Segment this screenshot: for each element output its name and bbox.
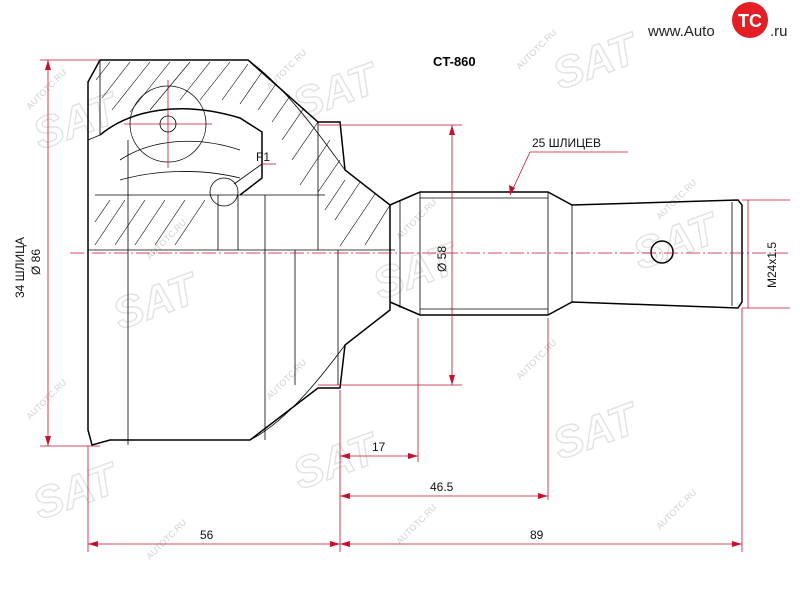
watermark-brand-marks: SAT SAT SAT SAT SAT SAT SAT SAT SAT (26, 23, 727, 530)
watermark-brand: SAT (547, 23, 646, 99)
logo-badge: TC (738, 11, 762, 31)
label-inner-diameter: Ø 58 (435, 246, 449, 272)
label-splines-inner: 25 ШЛИЦЕВ (532, 136, 601, 150)
part-number: CT-860 (433, 54, 476, 69)
watermark-brand: SAT (287, 53, 386, 129)
watermark-site: AUTOTC.RU (394, 197, 438, 241)
label-thread: M24x1.5 (765, 242, 779, 288)
dim-56: 56 (200, 528, 214, 542)
watermark-brand: SAT (627, 203, 726, 279)
detail-f1-circle (209, 177, 239, 207)
autotc-logo: www.Auto TC .ru (647, 2, 788, 40)
logo-badge-circle (732, 2, 768, 38)
dimensions (40, 59, 790, 552)
watermark-brand: SAT (547, 393, 646, 469)
watermark-brand: SAT (287, 423, 386, 499)
logo-prefix: www.Auto (647, 23, 715, 40)
dim-89: 89 (530, 528, 544, 542)
watermark-brand: SAT (27, 453, 126, 529)
label-splines-outer: 34 ШЛИЦА (13, 237, 27, 298)
dim-46-5: 46.5 (430, 480, 454, 494)
watermark-site: AUTOTC.RU (24, 377, 68, 421)
cotter-hole (650, 240, 674, 264)
watermark: SAT SAT SAT SAT SAT SAT SAT SAT SAT AUTO… (24, 23, 727, 562)
watermark-site: AUTOTC.RU (654, 487, 698, 531)
watermark-site: AUTOTC.RU (394, 502, 438, 546)
watermark-site: AUTOTC.RU (514, 337, 558, 381)
watermark-brand: SAT (107, 263, 206, 339)
label-f1: F1 (256, 150, 270, 164)
watermark-site: AUTOTC.RU (144, 517, 188, 561)
watermark-site: AUTOTC.RU (144, 217, 188, 261)
watermark-site: AUTOTC.RU (264, 357, 308, 401)
cv-joint-outline (87, 59, 743, 446)
watermark-brand: SAT (367, 233, 466, 309)
dim-17: 17 (372, 440, 386, 454)
labels: 34 ШЛИЦА Ø 86 Ø 58 M24x1.5 25 ШЛИЦЕВ F1 … (13, 136, 779, 542)
logo-suffix: .ru (770, 23, 788, 40)
label-outer-diameter: Ø 86 (29, 249, 43, 275)
